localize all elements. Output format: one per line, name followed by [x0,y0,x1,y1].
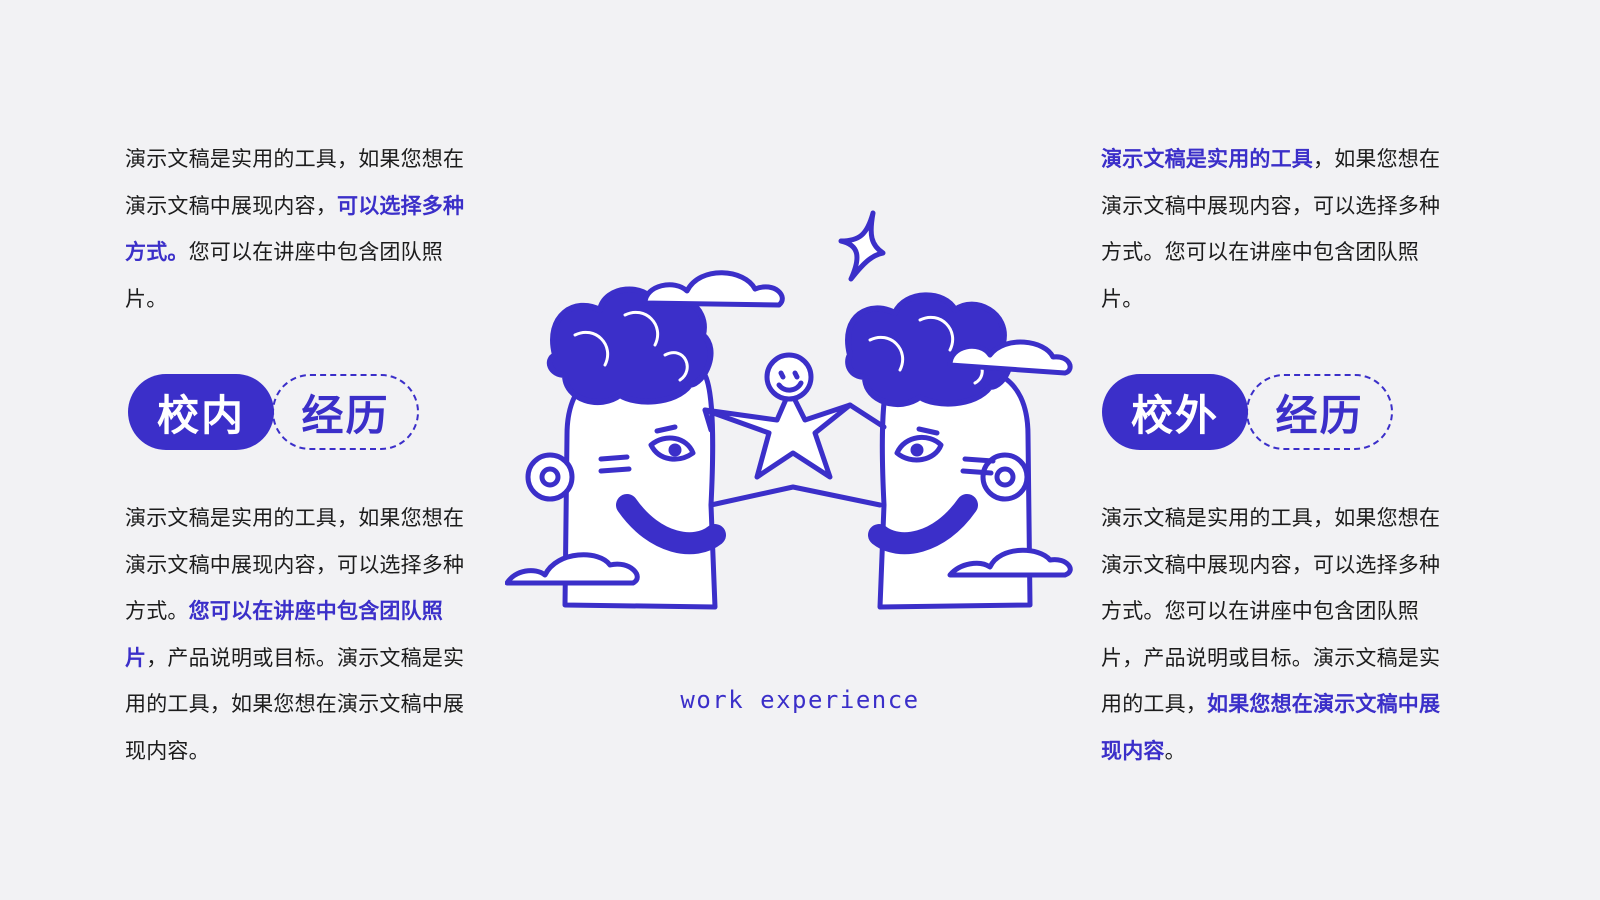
right-top-paragraph: 演示文稿是实用的工具，如果您想在演示文稿中展现内容，可以选择多种方式。您可以在讲… [1101,136,1446,322]
left-bottom-highlight: 您可以在讲座中包含团队照片 [125,599,444,670]
right-bottom-highlight: 如果您想在演示文稿中展现内容 [1101,692,1441,763]
right-bottom-paragraph: 演示文稿是实用的工具，如果您想在演示文稿中展现内容，可以选择多种方式。您可以在讲… [1101,495,1446,774]
left-ear [525,452,575,502]
left-bottom-text-c: ，产品说明或目标。演示文稿是实用的工具，如果您想在演示文稿中展现内容。 [125,645,465,763]
illustration-caption: work experience [680,686,920,714]
badge-experience-label: 经历 [1246,374,1393,450]
right-section-badge: 校外 经历 [1102,374,1393,450]
sparkle-icon [838,210,886,282]
left-mouth [616,494,726,555]
badge-experience-label: 经历 [272,374,419,450]
right-top-text-b: ，如果您想在演示文稿中展现内容，可以选择多种方式。您可以在讲座中包含团队照片。 [1101,147,1441,311]
left-top-text-a: 演示文稿是实用的工具，如果您想在演示文稿中展现内容， [125,147,465,218]
left-top-highlight: 可以选择多种方式。 [125,193,465,265]
right-ear [980,452,1030,502]
cloud-bottom-right [947,547,1073,578]
left-section-badge: 校内 经历 [128,374,419,450]
cloud-bottom-left [505,552,640,586]
left-hair [546,286,714,406]
right-bottom-text-a: 演示文稿是实用的工具，如果您想在演示文稿中展现内容，可以选择多种方式。您可以在讲… [1101,506,1441,716]
right-top-highlight: 演示文稿是实用的工具 [1101,147,1313,171]
cloud-right [947,339,1073,376]
left-bottom-text-a: 演示文稿是实用的工具，如果您想在演示文稿中展现内容，可以选择多种方式。 [125,506,465,623]
right-eye [894,435,944,463]
badge-campus-label: 校内 [128,374,274,450]
left-bottom-paragraph: 演示文稿是实用的工具，如果您想在演示文稿中展现内容，可以选择多种方式。您可以在讲… [125,495,470,774]
left-eye [648,435,696,462]
star-figure [702,387,853,480]
right-mouth [868,494,978,555]
right-bottom-text-c: 。 [1164,738,1186,763]
left-top-paragraph: 演示文稿是实用的工具，如果您想在演示文稿中展现内容，可以选择多种方式。您可以在讲… [125,136,470,322]
two-friends-holding-star-illustration [505,210,1073,610]
badge-offcampus-label: 校外 [1102,374,1248,450]
cloud-top-left [642,270,785,308]
left-top-text-c: 您可以在讲座中包含团队照片。 [125,240,444,311]
